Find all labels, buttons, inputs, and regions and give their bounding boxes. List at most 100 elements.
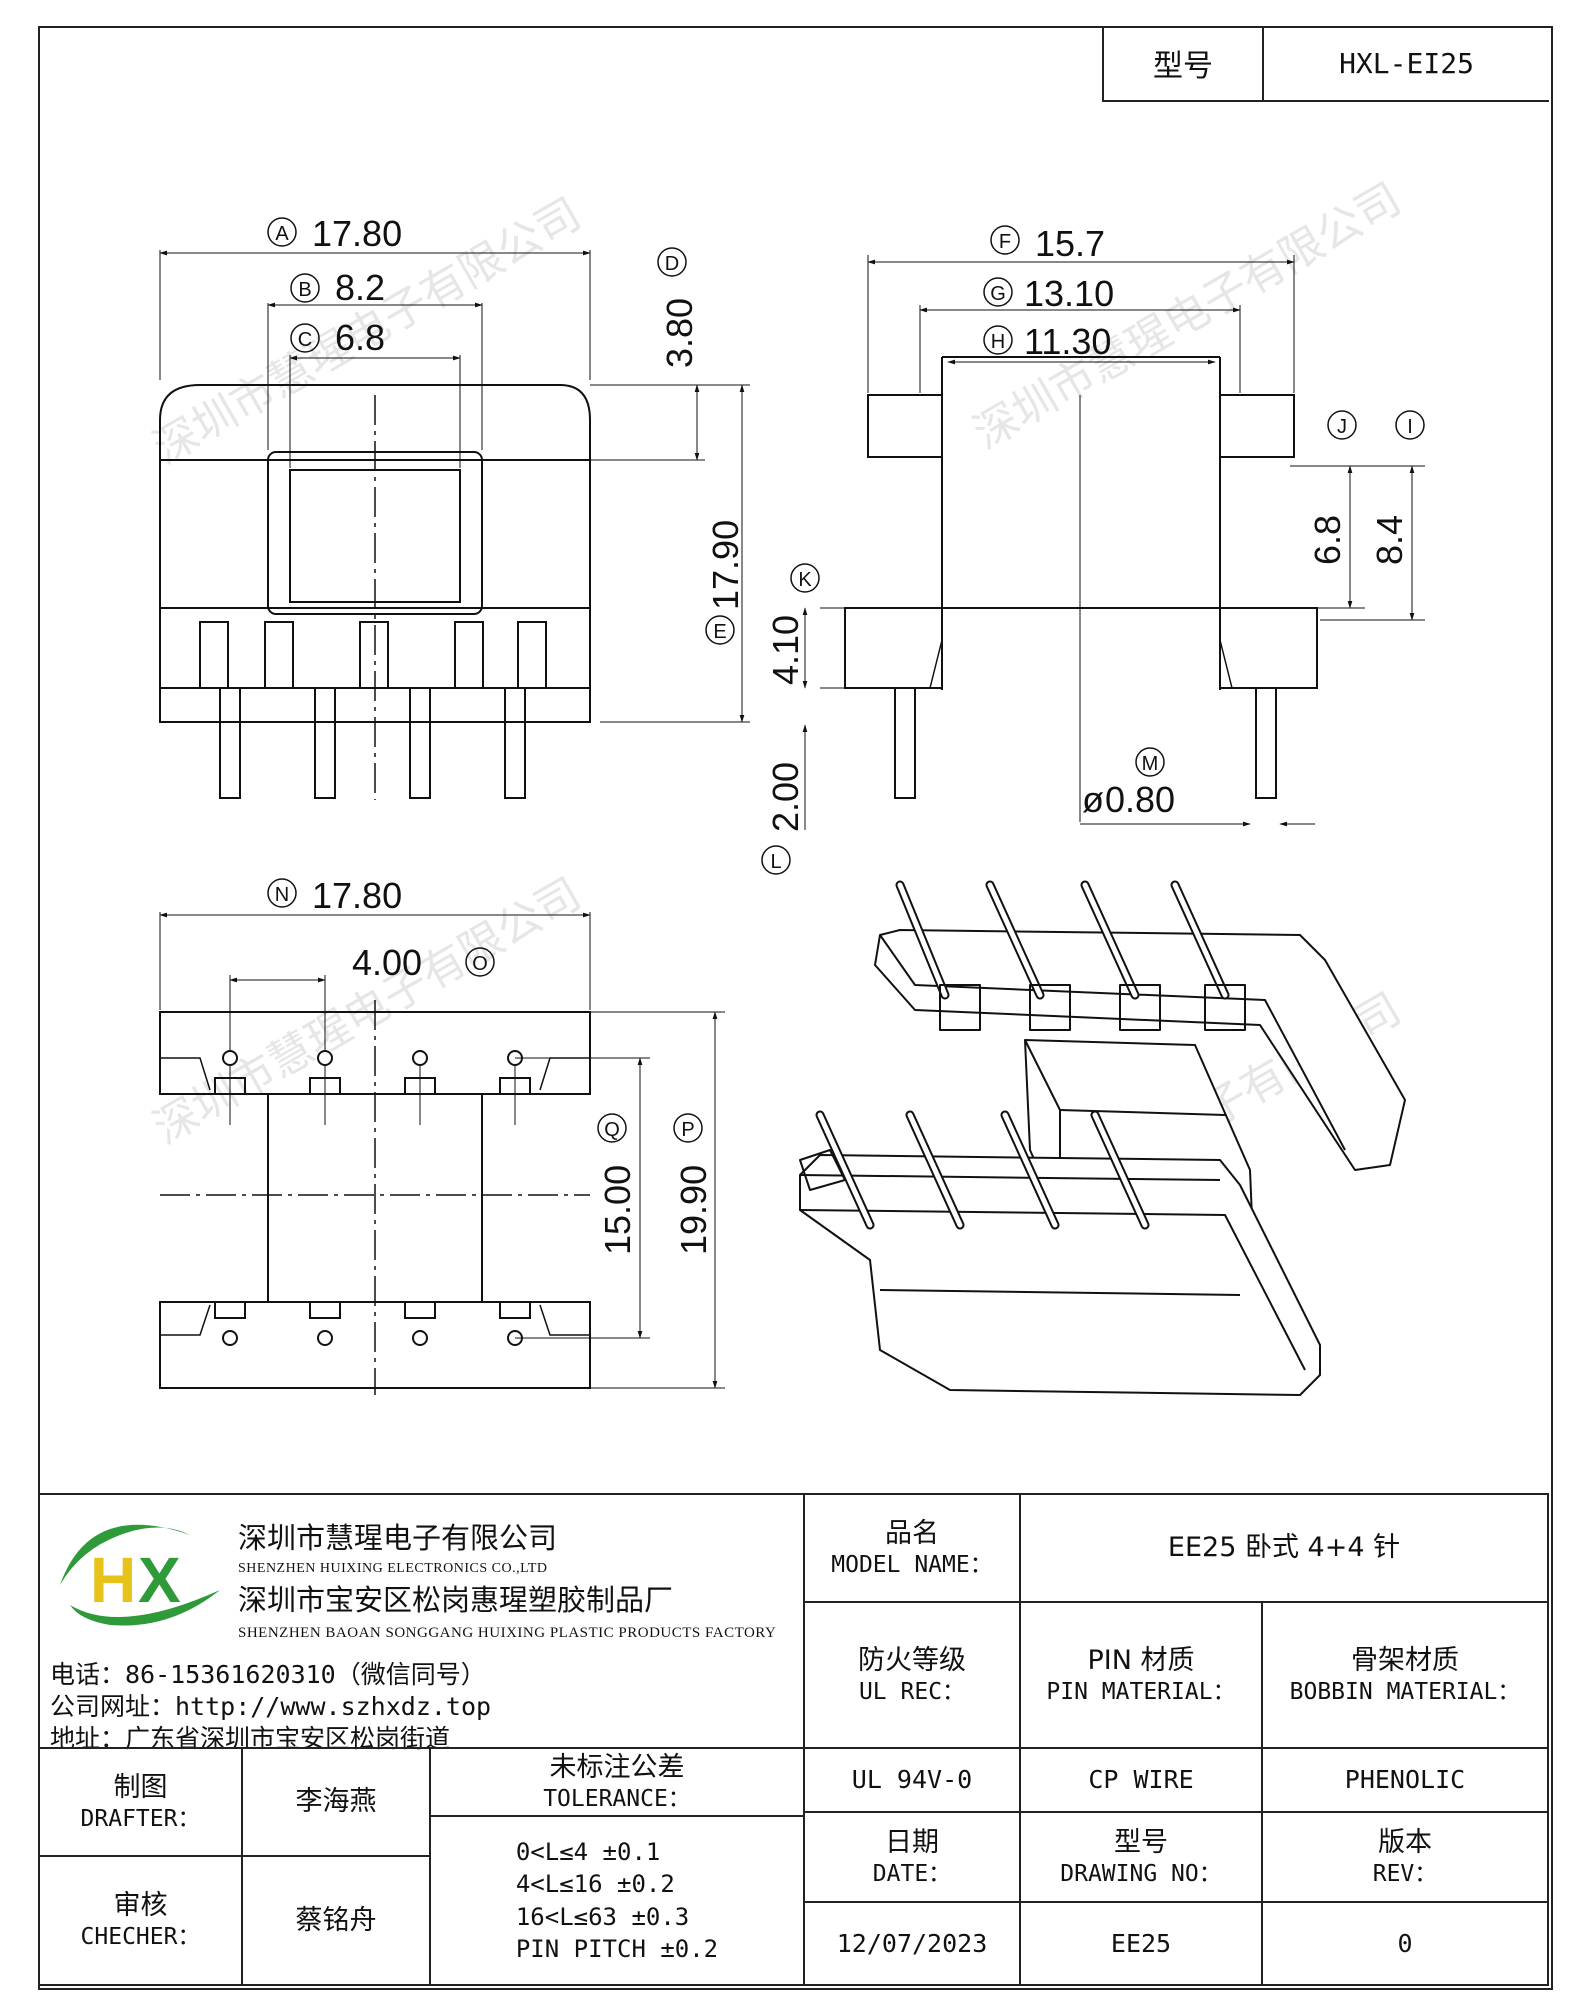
dim-letter-k: K — [798, 569, 812, 591]
dim-letter-a: A — [275, 223, 289, 245]
pin-material-label-cell: PIN 材质 PIN MATERIAL： — [1019, 1601, 1263, 1749]
dim-letter-l: L — [770, 851, 781, 873]
dim-value-f: 15.7 — [1035, 223, 1105, 264]
dim-letter-m: M — [1142, 753, 1159, 775]
dim-value-g: 13.10 — [1024, 273, 1114, 314]
fire-rating-en: UL REC： — [858, 1678, 966, 1705]
logo-h-letter: H — [90, 1544, 136, 1616]
bobbin-material-value: PHENOLIC — [1344, 1765, 1466, 1795]
ul-value-cell: UL 94V-0 — [803, 1747, 1021, 1813]
rev-en: REV： — [1372, 1860, 1438, 1887]
checker-name: 蔡铭舟 — [295, 1904, 377, 1936]
rev-label-cell: 版本 REV： — [1261, 1811, 1549, 1903]
drawing-no-value-cell: EE25 — [1019, 1901, 1263, 1986]
logo-x-letter: X — [138, 1544, 181, 1616]
pin-material-cn: PIN 材质 — [1087, 1644, 1195, 1676]
tolerance-cn: 未标注公差 — [549, 1751, 685, 1783]
company-phone: 电话：86-15361620310（微信同号） — [50, 1660, 486, 1689]
dim-letter-j: J — [1337, 416, 1347, 438]
dim-value-h: 11.30 — [1024, 321, 1111, 362]
drawing-no-label-cell: 型号 DRAWING NO： — [1019, 1811, 1263, 1903]
date-en: DATE： — [872, 1860, 952, 1887]
factory-name-cn: 深圳市宝安区松岗惠瑆塑胶制品厂 — [238, 1583, 674, 1617]
dim-value-i: 8.4 — [1369, 515, 1410, 565]
dim-value-a: 17.80 — [312, 213, 402, 254]
model-name-value-cell: EE25 卧式 4+4 针 — [1019, 1493, 1549, 1603]
drafter-value-cell: 李海燕 — [241, 1747, 431, 1857]
dim-letter-h: H — [991, 331, 1005, 353]
dim-letter-d: D — [665, 253, 679, 275]
dim-value-n: 17.80 — [312, 875, 402, 916]
drafter-en: DRAFTER： — [80, 1805, 201, 1832]
isometric-view — [799, 880, 1406, 1396]
dim-letter-c: C — [298, 329, 312, 351]
drawing-no-cn: 型号 — [1114, 1826, 1168, 1858]
company-info-block: H X 深圳市慧瑆电子有限公司 SHENZHEN HUIXING ELECTRO… — [40, 1495, 803, 1753]
model-name-value: EE25 卧式 4+4 针 — [1167, 1532, 1401, 1564]
drawing-sheet-border — [38, 26, 1553, 1990]
checker-en: CHECHER： — [80, 1924, 201, 1950]
tolerance-line: 4<L≤16 ±0.2 — [515, 1870, 675, 1899]
model-name-en: MODEL NAME： — [831, 1551, 993, 1578]
bobbin-material-cn: 骨架材质 — [1351, 1644, 1459, 1676]
company-name-en: SHENZHEN HUIXING ELECTRONICS CO.,LTD — [238, 1561, 548, 1576]
dim-value-j: 6.8 — [1307, 515, 1348, 565]
tolerance-list: 0<L≤4 ±0.1 4<L≤16 ±0.2 16<L≤63 ±0.3 PIN … — [516, 1836, 718, 1966]
company-name-cn: 深圳市慧瑆电子有限公司 — [238, 1521, 558, 1555]
model-value: HXL-EI25 — [1264, 26, 1549, 102]
dim-value-m: 0.80 — [1105, 779, 1175, 820]
dim-letter-f: F — [999, 231, 1011, 253]
dim-letter-p: P — [681, 1119, 694, 1141]
tolerance-values-cell: 0<L≤4 ±0.1 4<L≤16 ±0.2 16<L≤63 ±0.3 PIN … — [429, 1815, 805, 1986]
side-view-labels: F 15.7 G 13.10 H 11.30 J I 6.8 8.4 K 4.1… — [761, 223, 1425, 875]
drafter-cn: 制图 — [113, 1771, 168, 1803]
model-label: 型号 — [1102, 26, 1264, 102]
front-view — [159, 250, 750, 800]
pin-material-en: PIN MATERIAL： — [1046, 1678, 1236, 1705]
fire-rating-cn: 防火等级 — [858, 1644, 966, 1676]
dim-value-c: 6.8 — [335, 317, 385, 358]
bobbin-material-en: BOBBIN MATERIAL： — [1289, 1678, 1521, 1705]
date-label-cell: 日期 DATE： — [803, 1811, 1021, 1903]
date-cn: 日期 — [885, 1826, 939, 1858]
dim-value-k: 4.10 — [765, 615, 806, 685]
dim-value-q: 15.00 — [597, 1165, 638, 1255]
date-value-cell: 12/07/2023 — [803, 1901, 1021, 1986]
pin-material-value: CP WIRE — [1088, 1765, 1194, 1795]
ul-value: UL 94V-0 — [851, 1765, 973, 1795]
dim-letter-i: I — [1407, 416, 1413, 438]
drawing-no-en: DRAWING NO： — [1060, 1860, 1222, 1887]
rev-cn: 版本 — [1378, 1826, 1432, 1858]
rev-value: 0 — [1397, 1928, 1413, 1958]
checker-label-cell: 审核 CHECHER： — [38, 1855, 243, 1986]
tolerance-en: TOLERANCE： — [543, 1785, 691, 1812]
drafter-name: 李海燕 — [295, 1786, 377, 1818]
bobbin-material-label-cell: 骨架材质 BOBBIN MATERIAL： — [1261, 1601, 1549, 1749]
company-logo: H X — [60, 1524, 220, 1626]
drafter-label-cell: 制图 DRAFTER： — [38, 1747, 243, 1857]
tolerance-label-cell: 未标注公差 TOLERANCE： — [429, 1747, 805, 1817]
tolerance-line: 0<L≤4 ±0.1 — [515, 1837, 661, 1866]
pin-value-cell: CP WIRE — [1019, 1747, 1263, 1813]
fire-rating-label-cell: 防火等级 UL REC： — [803, 1601, 1021, 1749]
side-view — [802, 255, 1425, 830]
dim-value-b: 8.2 — [335, 267, 385, 308]
dim-letter-n: N — [275, 884, 289, 906]
logo-swoosh-top — [60, 1524, 190, 1585]
company-website: 公司网址：http://www.szhxdz.top — [50, 1692, 492, 1721]
engineering-drawing: 深圳市慧瑆电子有限公司 深圳市慧瑆电子有限公司 深圳市慧瑆电子有限公司 深圳市慧… — [145, 173, 1425, 1396]
dim-letter-o: O — [472, 953, 488, 975]
drawing-no-value: EE25 — [1110, 1928, 1172, 1958]
model-number-box: 型号 HXL-EI25 — [1102, 26, 1549, 102]
dim-value-o: 4.00 — [352, 942, 422, 983]
dim-letter-e: E — [713, 621, 726, 643]
checker-value-cell: 蔡铭舟 — [241, 1855, 431, 1986]
model-name-cn: 品名 — [885, 1517, 939, 1549]
dim-value-l: 2.00 — [765, 762, 806, 832]
dim-letter-g: G — [990, 283, 1006, 305]
tolerance-line: PIN PITCH ±0.2 — [515, 1934, 719, 1963]
dim-letter-b: B — [298, 279, 311, 301]
dim-value-p: 19.90 — [673, 1165, 714, 1255]
title-block-top-rule — [38, 1493, 1549, 1495]
rev-value-cell: 0 — [1261, 1901, 1549, 1986]
